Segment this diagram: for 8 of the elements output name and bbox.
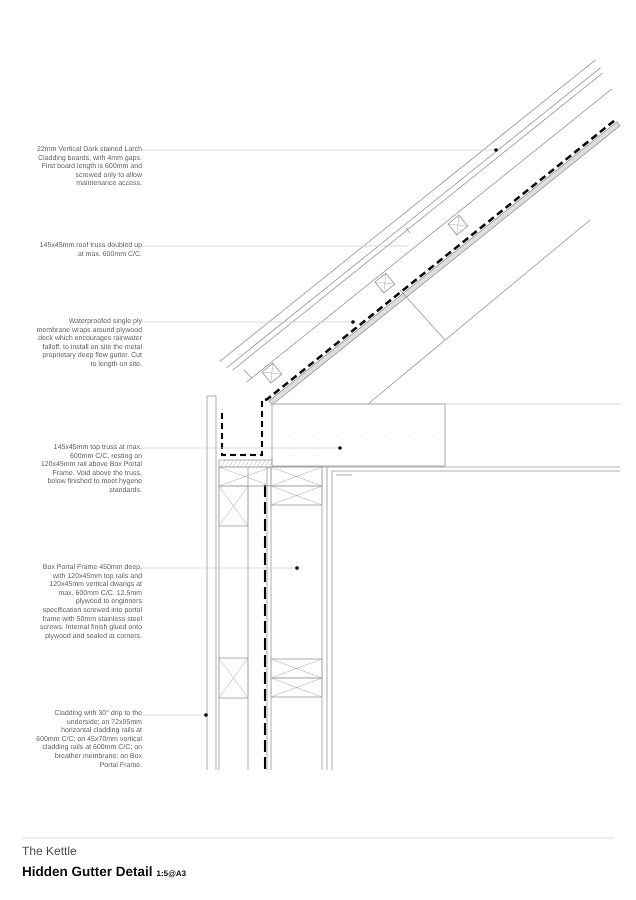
project-name: The Kettle	[22, 844, 77, 858]
drawing-title: Hidden Gutter Detail	[22, 864, 153, 879]
leader-line	[142, 713, 208, 717]
leader-line	[142, 320, 355, 324]
scale-label: 1:5@A3	[156, 869, 186, 878]
leader-line	[142, 566, 299, 570]
leader-line	[142, 148, 498, 152]
leader-line	[142, 446, 342, 450]
